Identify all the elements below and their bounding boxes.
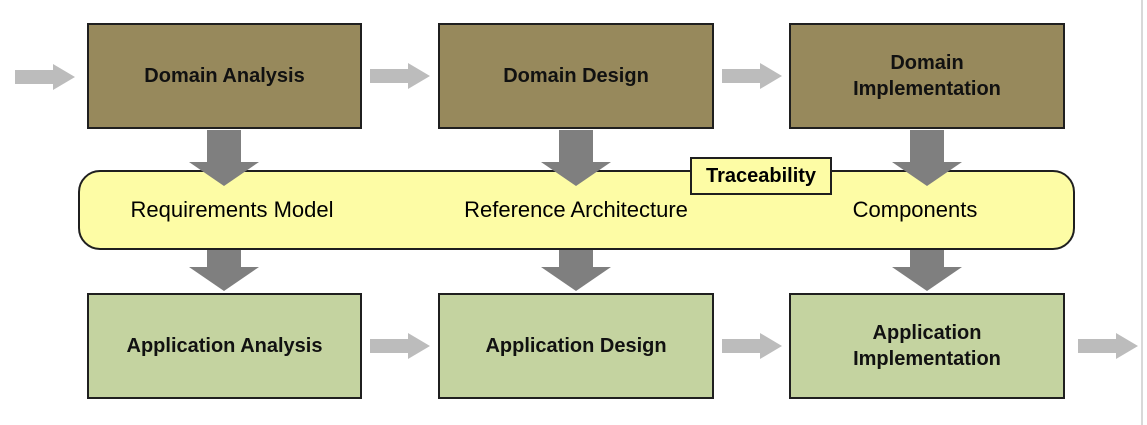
box-domain-implementation-label: Domain Implementation (853, 52, 1001, 100)
box-application-implementation: Application Implementation (789, 293, 1065, 399)
band-item-reference-architecture: Reference Architecture (464, 197, 688, 222)
box-domain-analysis-label: Domain Analysis (144, 65, 305, 87)
box-application-analysis: Application Analysis (87, 293, 362, 399)
down-arrow-to-application-implementation-icon (892, 250, 962, 291)
arrow-application-design-to-implementation-icon (722, 333, 782, 359)
down-arrow-to-application-analysis-icon (189, 250, 259, 291)
box-application-implementation-label: Application Implementation (853, 322, 1001, 370)
box-domain-analysis: Domain Analysis (87, 23, 362, 129)
arrow-domain-analysis-to-design-icon (370, 63, 430, 89)
box-domain-implementation: Domain Implementation (789, 23, 1065, 129)
box-domain-design: Domain Design (438, 23, 714, 129)
box-application-design-label: Application Design (485, 335, 667, 357)
band-item-components: Components (852, 197, 978, 222)
box-application-design: Application Design (438, 293, 714, 399)
entry-arrow-right-icon (15, 64, 75, 90)
exit-arrow-right-icon (1078, 333, 1138, 359)
arrow-application-analysis-to-design-icon (370, 333, 430, 359)
arrow-domain-design-to-implementation-icon (722, 63, 782, 89)
traceability-label: Traceability (690, 157, 832, 195)
page-frame-line (1141, 0, 1143, 425)
box-application-analysis-label: Application Analysis (126, 335, 323, 357)
band-item-requirements-model: Requirements Model (130, 197, 334, 222)
down-arrow-to-application-design-icon (541, 250, 611, 291)
traceability-label-text: Traceability (705, 164, 817, 187)
box-domain-design-label: Domain Design (503, 65, 649, 87)
